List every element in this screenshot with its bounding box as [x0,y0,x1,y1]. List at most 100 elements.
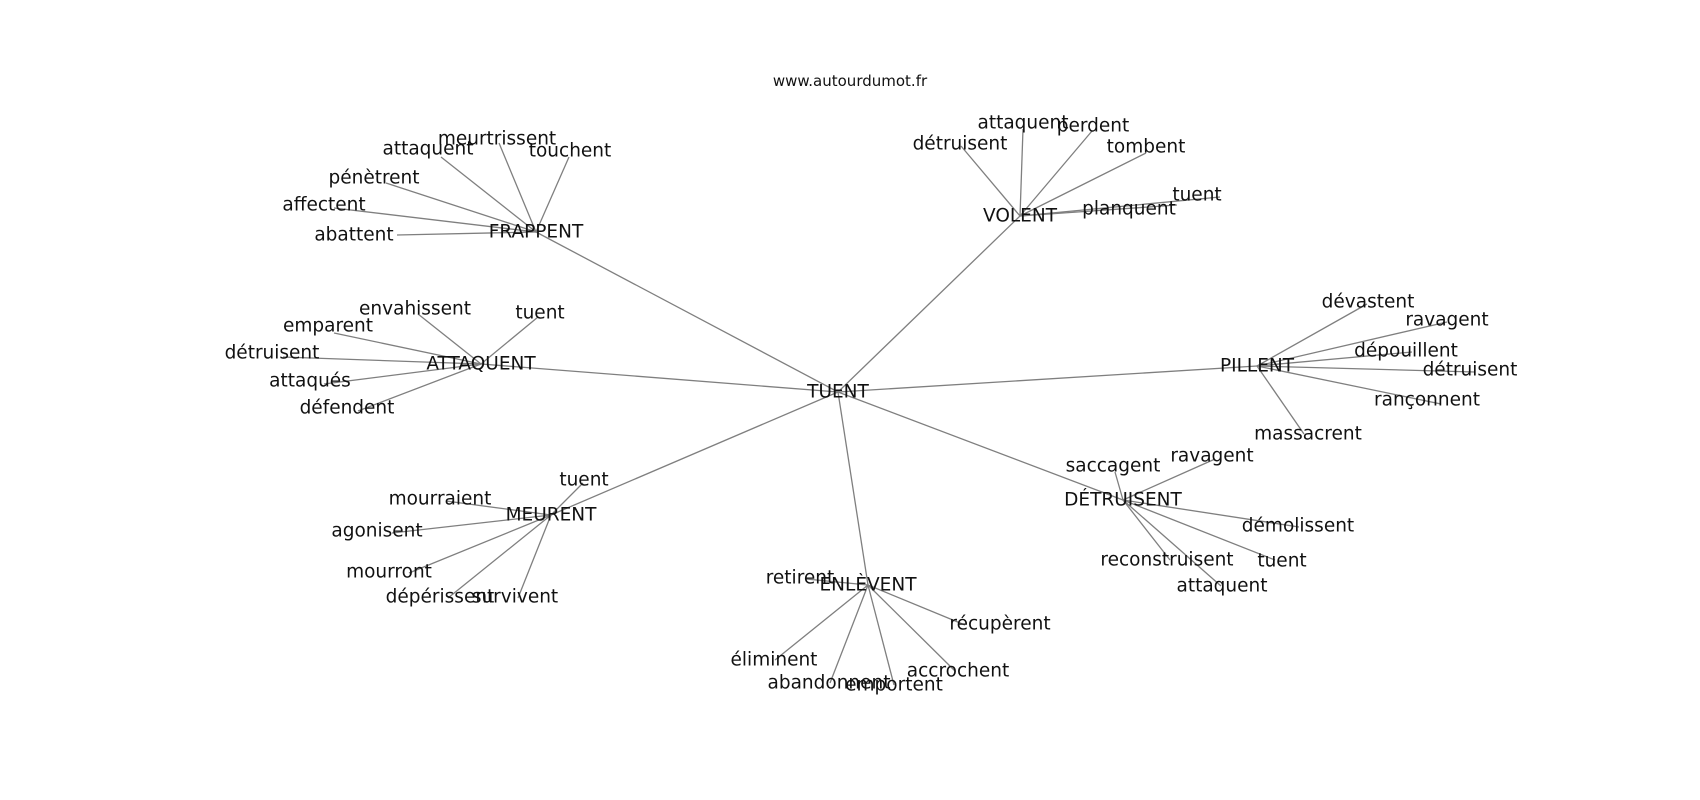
edge-leaf [1256,365,1476,373]
leaf-word-node[interactable]: attaquent [1176,576,1267,597]
edge-leaf [535,156,570,233]
edge-leaf [357,363,482,412]
leaf-word-node[interactable]: dépouillent [1354,341,1458,362]
leaf-word-node[interactable]: démolissent [1242,516,1354,537]
edge-center-to-détruisent [837,391,1124,501]
edge-leaf [1122,458,1216,501]
edge-leaf [1019,130,1093,217]
edge-leaf [333,207,537,233]
leaf-word-node[interactable]: abattent [314,225,393,246]
leaf-word-node[interactable]: rançonnent [1374,390,1480,411]
leaf-word-node[interactable]: détruisent [1423,360,1518,381]
leaf-word-node[interactable]: dépérissent [386,587,495,608]
edge-leaf [1256,365,1305,435]
edge-leaf [1256,351,1413,367]
center-word-node[interactable]: TUENT [806,382,869,403]
edge-leaf [1114,471,1124,501]
edge-leaf [867,584,895,686]
edge-center-to-volent [837,215,1021,393]
edge-leaf [408,514,552,574]
edge-leaf [867,584,956,672]
leaf-word-node[interactable]: mourraient [389,489,492,510]
edge-leaf [282,356,482,365]
branch-word-node[interactable]: PILLENT [1220,356,1295,377]
leaf-word-node[interactable]: détruisent [913,134,1008,155]
edge-center-to-enlèvent [837,391,869,586]
leaf-word-node[interactable]: saccagent [1066,456,1161,477]
edge-center-to-pillent [837,365,1258,393]
leaf-word-node[interactable]: abandonnent [767,673,890,694]
branch-word-node[interactable]: ATTAQUENT [426,354,536,375]
branch-word-node[interactable]: DÉTRUISENT [1064,489,1182,511]
leaf-word-node[interactable]: emportent [845,675,943,696]
branch-word-node[interactable]: VOLENT [983,206,1058,227]
leaf-word-node[interactable]: détruisent [225,343,320,364]
leaf-word-node[interactable]: ravagent [1405,310,1488,331]
edge-leaf [550,482,584,516]
leaf-word-node[interactable]: meurtrissent [438,129,556,150]
leaf-word-node[interactable]: dévastent [1322,292,1415,313]
edge-leaf [805,578,869,586]
edge-leaf [829,584,869,684]
edge-leaf [440,156,537,233]
edge-leaf [333,332,482,365]
leaf-word-node[interactable]: reconstruisent [1100,550,1233,571]
edge-leaf [517,514,552,599]
leaf-word-node[interactable]: massacrent [1254,424,1362,445]
edge-leaf [498,142,537,233]
leaf-word-node[interactable]: survivent [472,587,558,608]
leaf-word-node[interactable]: tombent [1107,137,1186,158]
graph-edges [282,128,1476,686]
leaf-word-node[interactable]: touchent [529,141,612,162]
leaf-word-node[interactable]: mourront [346,562,432,583]
leaf-word-node[interactable]: attaquent [382,139,473,160]
edge-leaf [1256,365,1442,405]
edge-leaf [1019,204,1178,217]
leaf-word-node[interactable]: attaquent [977,113,1068,134]
edge-leaf [391,514,552,534]
leaf-word-node[interactable]: retirent [766,568,835,589]
leaf-word-node[interactable]: tuent [1257,551,1306,572]
leaf-word-node[interactable]: envahissent [359,299,471,320]
edge-leaf [447,514,552,599]
edge-leaf [867,584,966,626]
leaf-word-node[interactable]: accrochent [907,661,1009,682]
leaf-word-node[interactable]: affectent [282,195,365,216]
branch-word-node[interactable]: MEURENT [506,505,598,526]
leaf-word-node[interactable]: pénètrent [328,168,419,189]
leaf-word-node[interactable]: ravagent [1170,446,1253,467]
leaf-word-node[interactable]: tuent [515,303,564,324]
edge-leaf [1256,303,1368,367]
leaf-word-node[interactable]: agonisent [331,521,422,542]
edge-leaf [1256,321,1448,367]
branch-word-node[interactable]: ENLÈVENT [819,574,917,596]
branch-word-node[interactable]: FRAPPENT [489,222,584,243]
edge-leaf [1122,499,1222,587]
edge-leaf [1122,499,1171,561]
edge-leaf [417,313,482,365]
edge-leaf [480,316,539,365]
edge-leaf [1019,196,1221,217]
edge-center-to-meurent [550,391,839,516]
leaf-word-node[interactable]: attaqués [269,371,351,392]
leaf-word-node[interactable]: éliminent [731,650,818,671]
edge-center-to-attaquent [480,363,839,393]
edge-leaf [774,584,869,661]
leaf-word-node[interactable]: planquent [1082,199,1176,220]
leaf-word-node[interactable]: défendent [300,398,395,419]
edge-leaf [445,500,552,516]
edge-leaf [1122,499,1276,561]
leaf-word-node[interactable]: tuent [1172,185,1221,206]
edge-leaf [323,363,482,385]
edge-leaf [1122,499,1300,528]
edge-leaf [1019,128,1024,217]
leaf-word-node[interactable]: emparent [283,316,373,337]
edge-leaf [385,182,537,233]
edge-leaf [960,145,1021,217]
leaf-word-node[interactable]: tuent [559,470,608,491]
leaf-word-node[interactable]: récupèrent [949,614,1050,635]
edge-center-to-frappent [535,231,839,393]
leaf-word-node[interactable]: perdent [1057,116,1130,137]
